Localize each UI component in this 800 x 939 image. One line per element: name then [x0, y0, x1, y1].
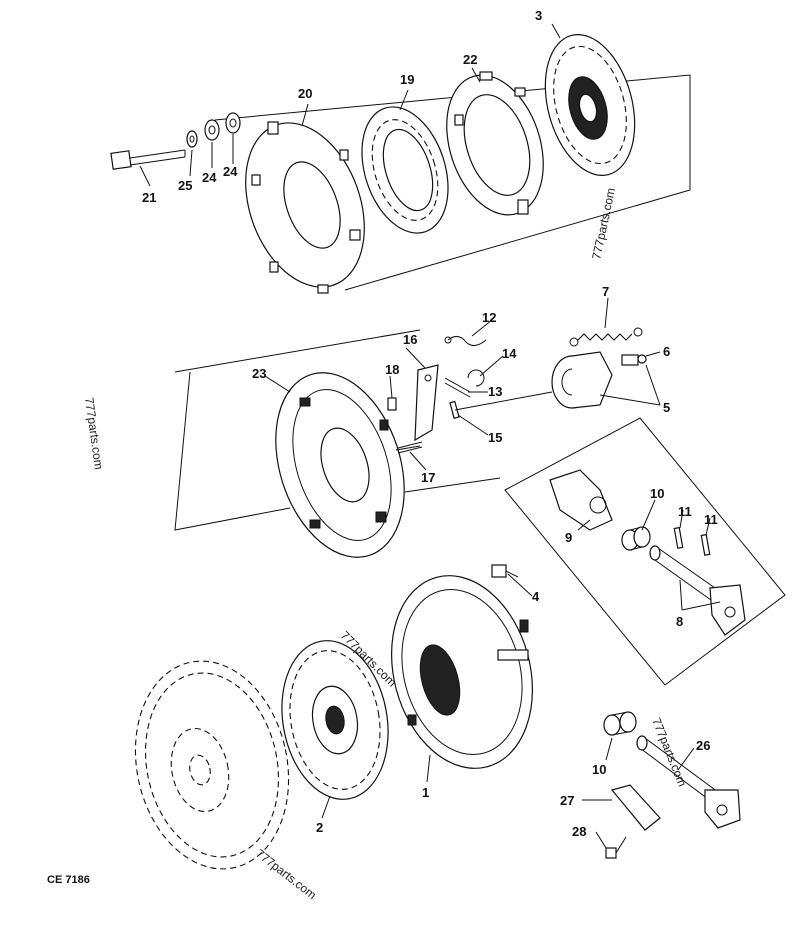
part-16-release-lever	[414, 364, 439, 442]
callout-1: 1	[422, 785, 429, 800]
callout-25: 25	[178, 178, 192, 193]
part-3-clutch-disc	[544, 34, 636, 176]
part-1-clutch-assembly	[390, 575, 534, 769]
part-11-pin-a	[673, 526, 684, 549]
watermark-1: 777parts.com	[589, 187, 618, 261]
part-20-pressure-plate	[245, 121, 365, 294]
callout-8: 8	[676, 614, 683, 629]
callout-2: 2	[316, 820, 323, 835]
part-2-clutch-disc	[281, 640, 389, 800]
part-14-clip	[467, 369, 485, 387]
callout-15: 15	[488, 430, 502, 445]
part-19-spring-ring	[361, 106, 449, 234]
part-9-release-fork	[549, 469, 613, 531]
part-10-bushing-b	[603, 711, 637, 736]
callout-3: 3	[535, 8, 542, 23]
part-6-grease-fitting	[621, 354, 647, 366]
callout-6: 6	[663, 344, 670, 359]
flywheel-outline	[134, 660, 290, 870]
callout-14: 14	[502, 346, 517, 361]
callout-24-b: 24	[223, 164, 238, 179]
middle-assembly-frame	[174, 329, 501, 531]
callout-17: 17	[421, 470, 435, 485]
callout-7: 7	[602, 284, 609, 299]
part-18-spacer	[387, 397, 397, 411]
part-10-bushing-a	[621, 526, 651, 551]
part-22-intermediate-plate	[446, 71, 544, 216]
callout-5: 5	[663, 400, 670, 415]
part-21-bolt	[110, 149, 186, 170]
part-4-bolt	[491, 564, 519, 578]
watermark-2: 777parts.com	[82, 396, 106, 470]
callout-9: 9	[565, 530, 572, 545]
part-13-pin	[444, 377, 471, 398]
callout-11-b: 11	[704, 512, 718, 527]
callout-23: 23	[252, 366, 266, 381]
part-24-nut-a	[204, 119, 220, 141]
part-24-nut-b	[225, 112, 241, 134]
callout-27: 27	[560, 793, 574, 808]
part-12-spring-clip	[444, 336, 487, 346]
part-26-shaft	[636, 735, 741, 829]
callout-13: 13	[488, 384, 502, 399]
leader-lines	[139, 23, 721, 849]
callout-10-b: 10	[592, 762, 606, 777]
callout-11-a: 11	[678, 504, 692, 519]
callout-12: 12	[482, 310, 496, 325]
part-27-fork	[610, 784, 661, 831]
callout-19: 19	[400, 72, 414, 87]
watermark-4: 777parts.com	[649, 716, 689, 789]
callout-28: 28	[572, 824, 586, 839]
callout-10-a: 10	[650, 486, 664, 501]
callout-20: 20	[298, 86, 312, 101]
callout-24-a: 24	[202, 170, 217, 185]
watermark-5: 777parts.com	[253, 846, 319, 902]
part-7-return-spring	[569, 327, 643, 347]
callout-26: 26	[696, 738, 710, 753]
callout-22: 22	[463, 52, 477, 67]
part-11-pin-b	[700, 533, 711, 556]
callout-labels: 21 25 24 24 20 19 22 3 12 16 18 14 13 15…	[142, 8, 718, 839]
part-17-stud	[397, 441, 423, 454]
shaft-parts-box	[504, 417, 786, 686]
callout-21: 21	[142, 190, 156, 205]
callout-16: 16	[403, 332, 417, 347]
part-25-washer	[186, 130, 198, 148]
part-28-bolt	[605, 836, 627, 859]
part-23-clutch-cover	[275, 372, 421, 558]
callout-4: 4	[532, 589, 540, 604]
reference-code: CE 7186	[47, 874, 90, 886]
part-8-cross-shaft	[649, 545, 746, 636]
part-5-release-bearing	[454, 351, 613, 411]
callout-18: 18	[385, 362, 399, 377]
